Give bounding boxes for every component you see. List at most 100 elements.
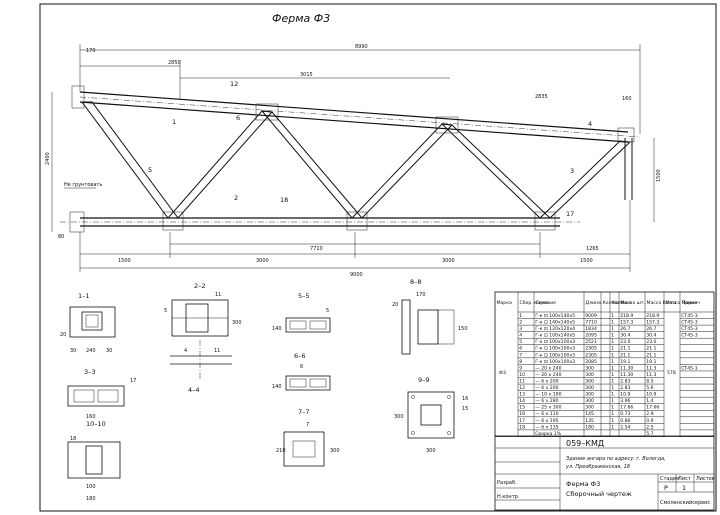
dim-top: 3015 — [300, 72, 313, 78]
spec-cell: 5.6 — [646, 385, 653, 391]
spec-cell: — 10 x 190 — [535, 392, 561, 398]
top-chord-axis — [79, 96, 641, 138]
dim-bottom: 3000 — [442, 258, 455, 264]
section-4-4: 4–4 4 11 — [170, 340, 232, 394]
spec-cell: 2.54 — [620, 424, 630, 430]
spec-cell: 30.4 — [620, 333, 630, 339]
spec-cell: 23.0 — [646, 339, 656, 345]
sheet-label: Лист — [678, 476, 691, 482]
title-block: 059–КМД Здание ангара по адресу: г. Воло… — [494, 435, 715, 511]
spec-cell: 30.4 — [646, 333, 656, 339]
spec-cell: 1 — [611, 385, 614, 391]
spec-cell: 1 — [611, 339, 614, 345]
section-dim: 17 — [130, 378, 136, 384]
spec-cell: 300 — [585, 372, 594, 378]
spec-cell: — 20 x 240 — [535, 372, 561, 378]
spec-cell: 11.3 — [646, 372, 656, 378]
spec-cell: 0.73 — [620, 411, 630, 417]
dim-top: 160 — [622, 96, 632, 102]
spec-cell: 157.3 — [620, 320, 633, 326]
spec-cell: 7 — [519, 352, 522, 358]
member-label: 3 — [570, 167, 574, 175]
section-label: 10–10 — [86, 420, 106, 428]
spec-cell: 1834 — [585, 326, 597, 332]
member-label: 1 — [172, 118, 176, 126]
spec-cell: — 6 x 110 — [535, 411, 558, 417]
section-dim: 140 — [272, 384, 282, 390]
stage-label: Стадия — [660, 476, 679, 482]
spec-cell: 0.86 — [620, 418, 630, 424]
spec-cell: 11.3 — [646, 365, 656, 371]
spec-cell: 157.3 — [646, 320, 659, 326]
spec-cell: 2095 — [585, 333, 597, 339]
developer-label: Разраб. — [497, 480, 517, 486]
dim-height: 2400 — [45, 152, 51, 165]
spec-cell: СТ45-3 — [681, 313, 698, 319]
drawing-code: 059–КМД — [566, 439, 604, 448]
gusset-plate — [162, 211, 184, 231]
spec-cell: 218.9 — [646, 313, 659, 319]
spec-cell: 12 — [519, 385, 525, 391]
section-dim: 30 — [70, 348, 76, 354]
dim-bottom: 3000 — [256, 258, 269, 264]
spec-cell: 21.1 — [620, 346, 630, 352]
section-views: 1–1 240 30 30 20 2–2 11 5 300 3–3 17 160 — [60, 278, 468, 502]
section-9-9: 9–9 16 15 300 300 — [394, 376, 468, 454]
spec-cell: 1 — [611, 346, 614, 352]
sheet-name: Ферма Ф3 — [566, 480, 600, 488]
spec-cell: 8.5 — [646, 378, 653, 384]
web-member-6a — [166, 110, 274, 219]
dim-height: 80 — [58, 234, 64, 240]
spec-cell: Г-к ⊡ 100x140x5 — [535, 333, 575, 339]
project-line: Здание ангара по адресу: г. Вологда, — [566, 456, 666, 462]
spec-cell: 19.1 — [620, 359, 630, 365]
dim-bottom: 1265 — [586, 246, 599, 252]
dim-bottom: 1500 — [118, 258, 131, 264]
spec-cell: 17.66 — [646, 405, 659, 411]
spec-cell: 17.66 — [620, 405, 633, 411]
spec-cell: 4 — [519, 333, 522, 339]
truss-elevation: Ферма Ф3 — [45, 12, 662, 278]
spec-cell: 9009 — [585, 313, 597, 319]
web-members — [81, 101, 633, 219]
spec-header: Сечение — [536, 300, 557, 306]
member-label: 2 — [234, 194, 238, 202]
spec-cell: 1 — [611, 326, 614, 332]
spec-cell: 21.1 — [620, 352, 630, 358]
section-label: 1–1 — [78, 292, 90, 300]
spec-cell: 1 — [519, 313, 522, 319]
spec-cell: 5.7 — [646, 431, 653, 437]
spec-cell: 1 — [611, 313, 614, 319]
spec-cell: 2085 — [585, 359, 597, 365]
height-dimensions: 2400 1500 80 — [45, 92, 662, 240]
member-label: 17 — [566, 210, 574, 218]
spec-cell: СТ45-1 — [681, 365, 698, 371]
gusset-plate — [534, 211, 556, 231]
spec-cell: Г-к ⊡ 100x140x5 — [535, 313, 575, 319]
section-dim: 150 — [458, 326, 468, 332]
section-dim: 20 — [60, 332, 66, 338]
spec-cell: 21.1 — [646, 346, 656, 352]
top-chord-inner — [79, 101, 629, 143]
spec-cell: 145 — [585, 411, 594, 417]
spec-mark-mass: 578 — [667, 370, 676, 376]
section-dim: 300 — [232, 320, 242, 326]
spec-header: Длина — [586, 300, 602, 306]
spec-cell: 10.9 — [620, 392, 630, 398]
spec-cell: 300 — [585, 365, 594, 371]
spec-cell: 1 — [611, 418, 614, 424]
stage-value: Р — [664, 484, 668, 492]
spec-cell: — 6 x 135 — [535, 424, 558, 430]
spec-cell: 10.9 — [646, 392, 656, 398]
section-dim: 100 — [86, 484, 96, 490]
spec-cell: СТ45-3 — [681, 326, 698, 332]
